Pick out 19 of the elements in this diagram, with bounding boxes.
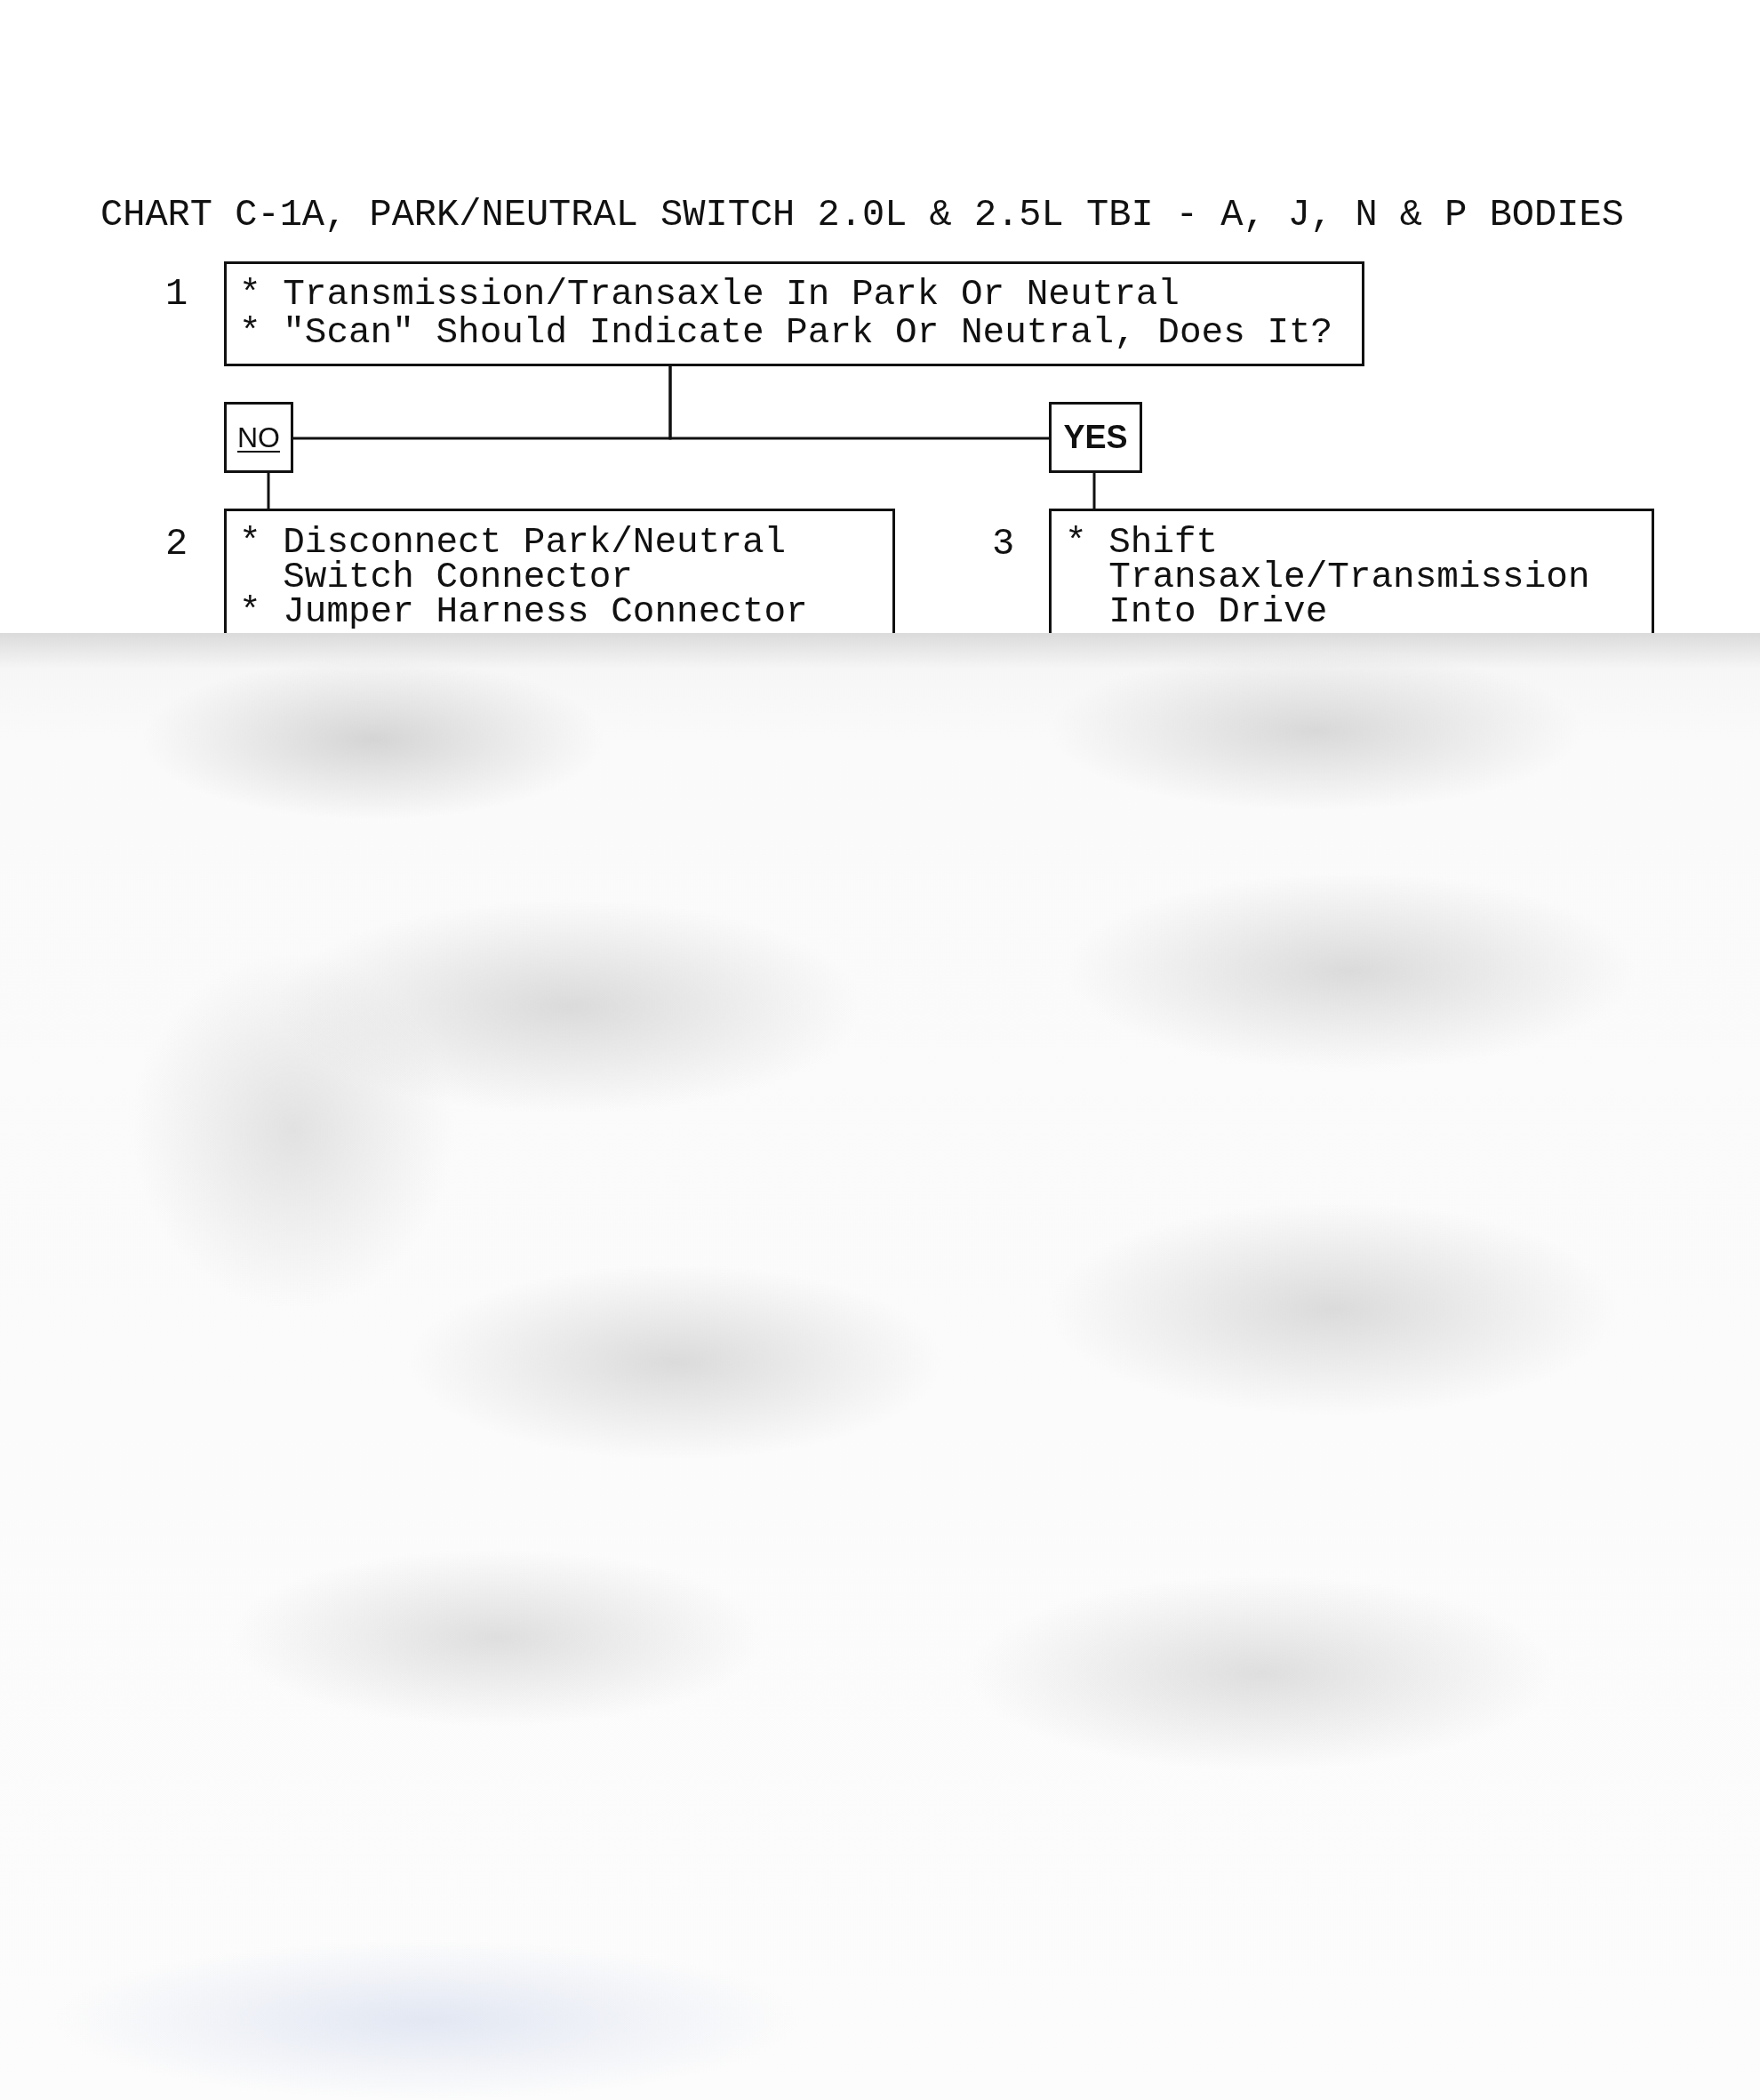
step-number: 2	[165, 525, 188, 564]
step-number: 1	[165, 276, 188, 314]
connector-line	[1092, 473, 1096, 509]
step-text: * "Scan" Should Indicate Park Or Neutral, Does It?	[239, 314, 1334, 352]
step-box	[224, 509, 895, 633]
connector-line	[267, 473, 270, 509]
connector-line	[668, 366, 1049, 440]
branch-label: YES	[1063, 421, 1128, 453]
step-text: * Shift Transaxle/Transmission Into Drive	[1065, 525, 1591, 629]
step-text: * Disconnect Park/Neutral Switch Connector	[239, 525, 788, 595]
branch-label: NO	[237, 423, 280, 452]
step-number: 3	[992, 525, 1015, 564]
chart-title: CHART C-1A, PARK/NEUTRAL SWITCH 2.0L & 2.5L TBI - A, J, N & P BODIES	[100, 196, 1624, 234]
branch-box	[224, 402, 293, 473]
branch-box	[1049, 402, 1142, 473]
step-box	[1049, 509, 1654, 633]
step-text: * Transmission/Transaxle In Park Or Neutral	[239, 276, 1180, 314]
step-text: * Jumper Harness Connector	[239, 595, 809, 629]
step-box	[224, 261, 1364, 366]
